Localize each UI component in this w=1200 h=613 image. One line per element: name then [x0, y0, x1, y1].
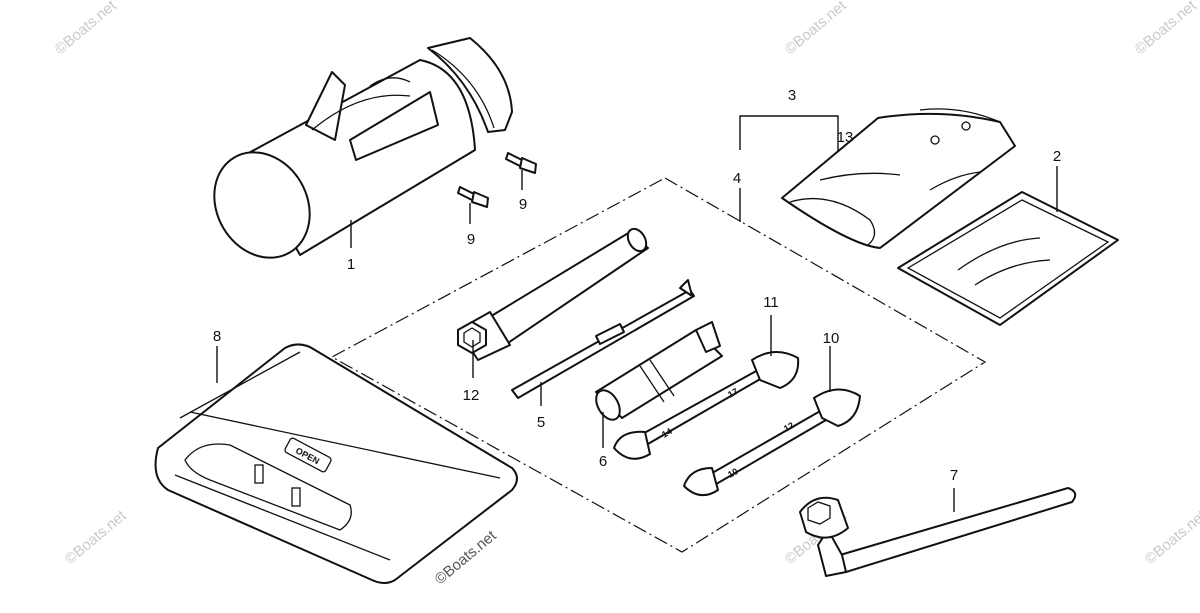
wrench-17-marking: 17 — [726, 386, 740, 400]
leader-lines — [216, 115, 1058, 512]
wrench-12-marking: 12 — [782, 420, 796, 434]
tool-tube-part-1[interactable] — [196, 37, 513, 275]
tool-bag-part-13[interactable] — [781, 108, 1016, 249]
callout-8: 8 — [213, 328, 221, 345]
watermark: ©Boats.net — [52, 0, 121, 58]
watermark: ©Boats.net — [1142, 507, 1200, 568]
watermark: ©Boats.net — [62, 507, 131, 568]
callout-13: 13 — [837, 129, 854, 146]
callout-11: 11 — [763, 294, 779, 311]
screwdriver-handle-part-6[interactable] — [591, 321, 723, 424]
bolt-part-9b[interactable] — [505, 152, 537, 174]
callout-6: 6 — [599, 453, 607, 470]
watermark: ©Boats.net — [1132, 0, 1200, 58]
callout-9b: 9 — [519, 196, 527, 213]
callout-5: 5 — [537, 414, 545, 431]
callout-10: 10 — [823, 330, 840, 347]
callout-2: 2 — [1053, 148, 1061, 165]
watermark: ©Boats.net — [782, 0, 851, 58]
wrench-part-11[interactable]: 14 17 — [613, 351, 800, 460]
wrench-10-marking: 10 — [726, 466, 740, 480]
callout-numbers: 1 2 3 4 5 6 7 8 9 9 10 11 12 13 — [213, 87, 1061, 484]
plug-wrench-part-12[interactable] — [457, 226, 650, 361]
callout-9a: 9 — [467, 231, 475, 248]
wrench-part-10[interactable]: 12 10 — [683, 388, 861, 497]
tool-case-part-8[interactable]: OPEN — [154, 343, 518, 584]
callout-3: 3 — [788, 87, 796, 104]
callout-1: 1 — [347, 256, 355, 273]
callout-7: 7 — [950, 467, 958, 484]
bolt-part-9a[interactable] — [457, 186, 489, 208]
wrench-14-marking: 14 — [660, 426, 674, 440]
callout-12: 12 — [463, 387, 480, 404]
socket-wrench-part-7[interactable] — [799, 487, 1077, 577]
callout-4: 4 — [733, 170, 741, 187]
screwdriver-part-5[interactable] — [511, 279, 695, 399]
tool-group-boundary — [330, 177, 987, 553]
pouch-part-2[interactable] — [897, 191, 1119, 326]
